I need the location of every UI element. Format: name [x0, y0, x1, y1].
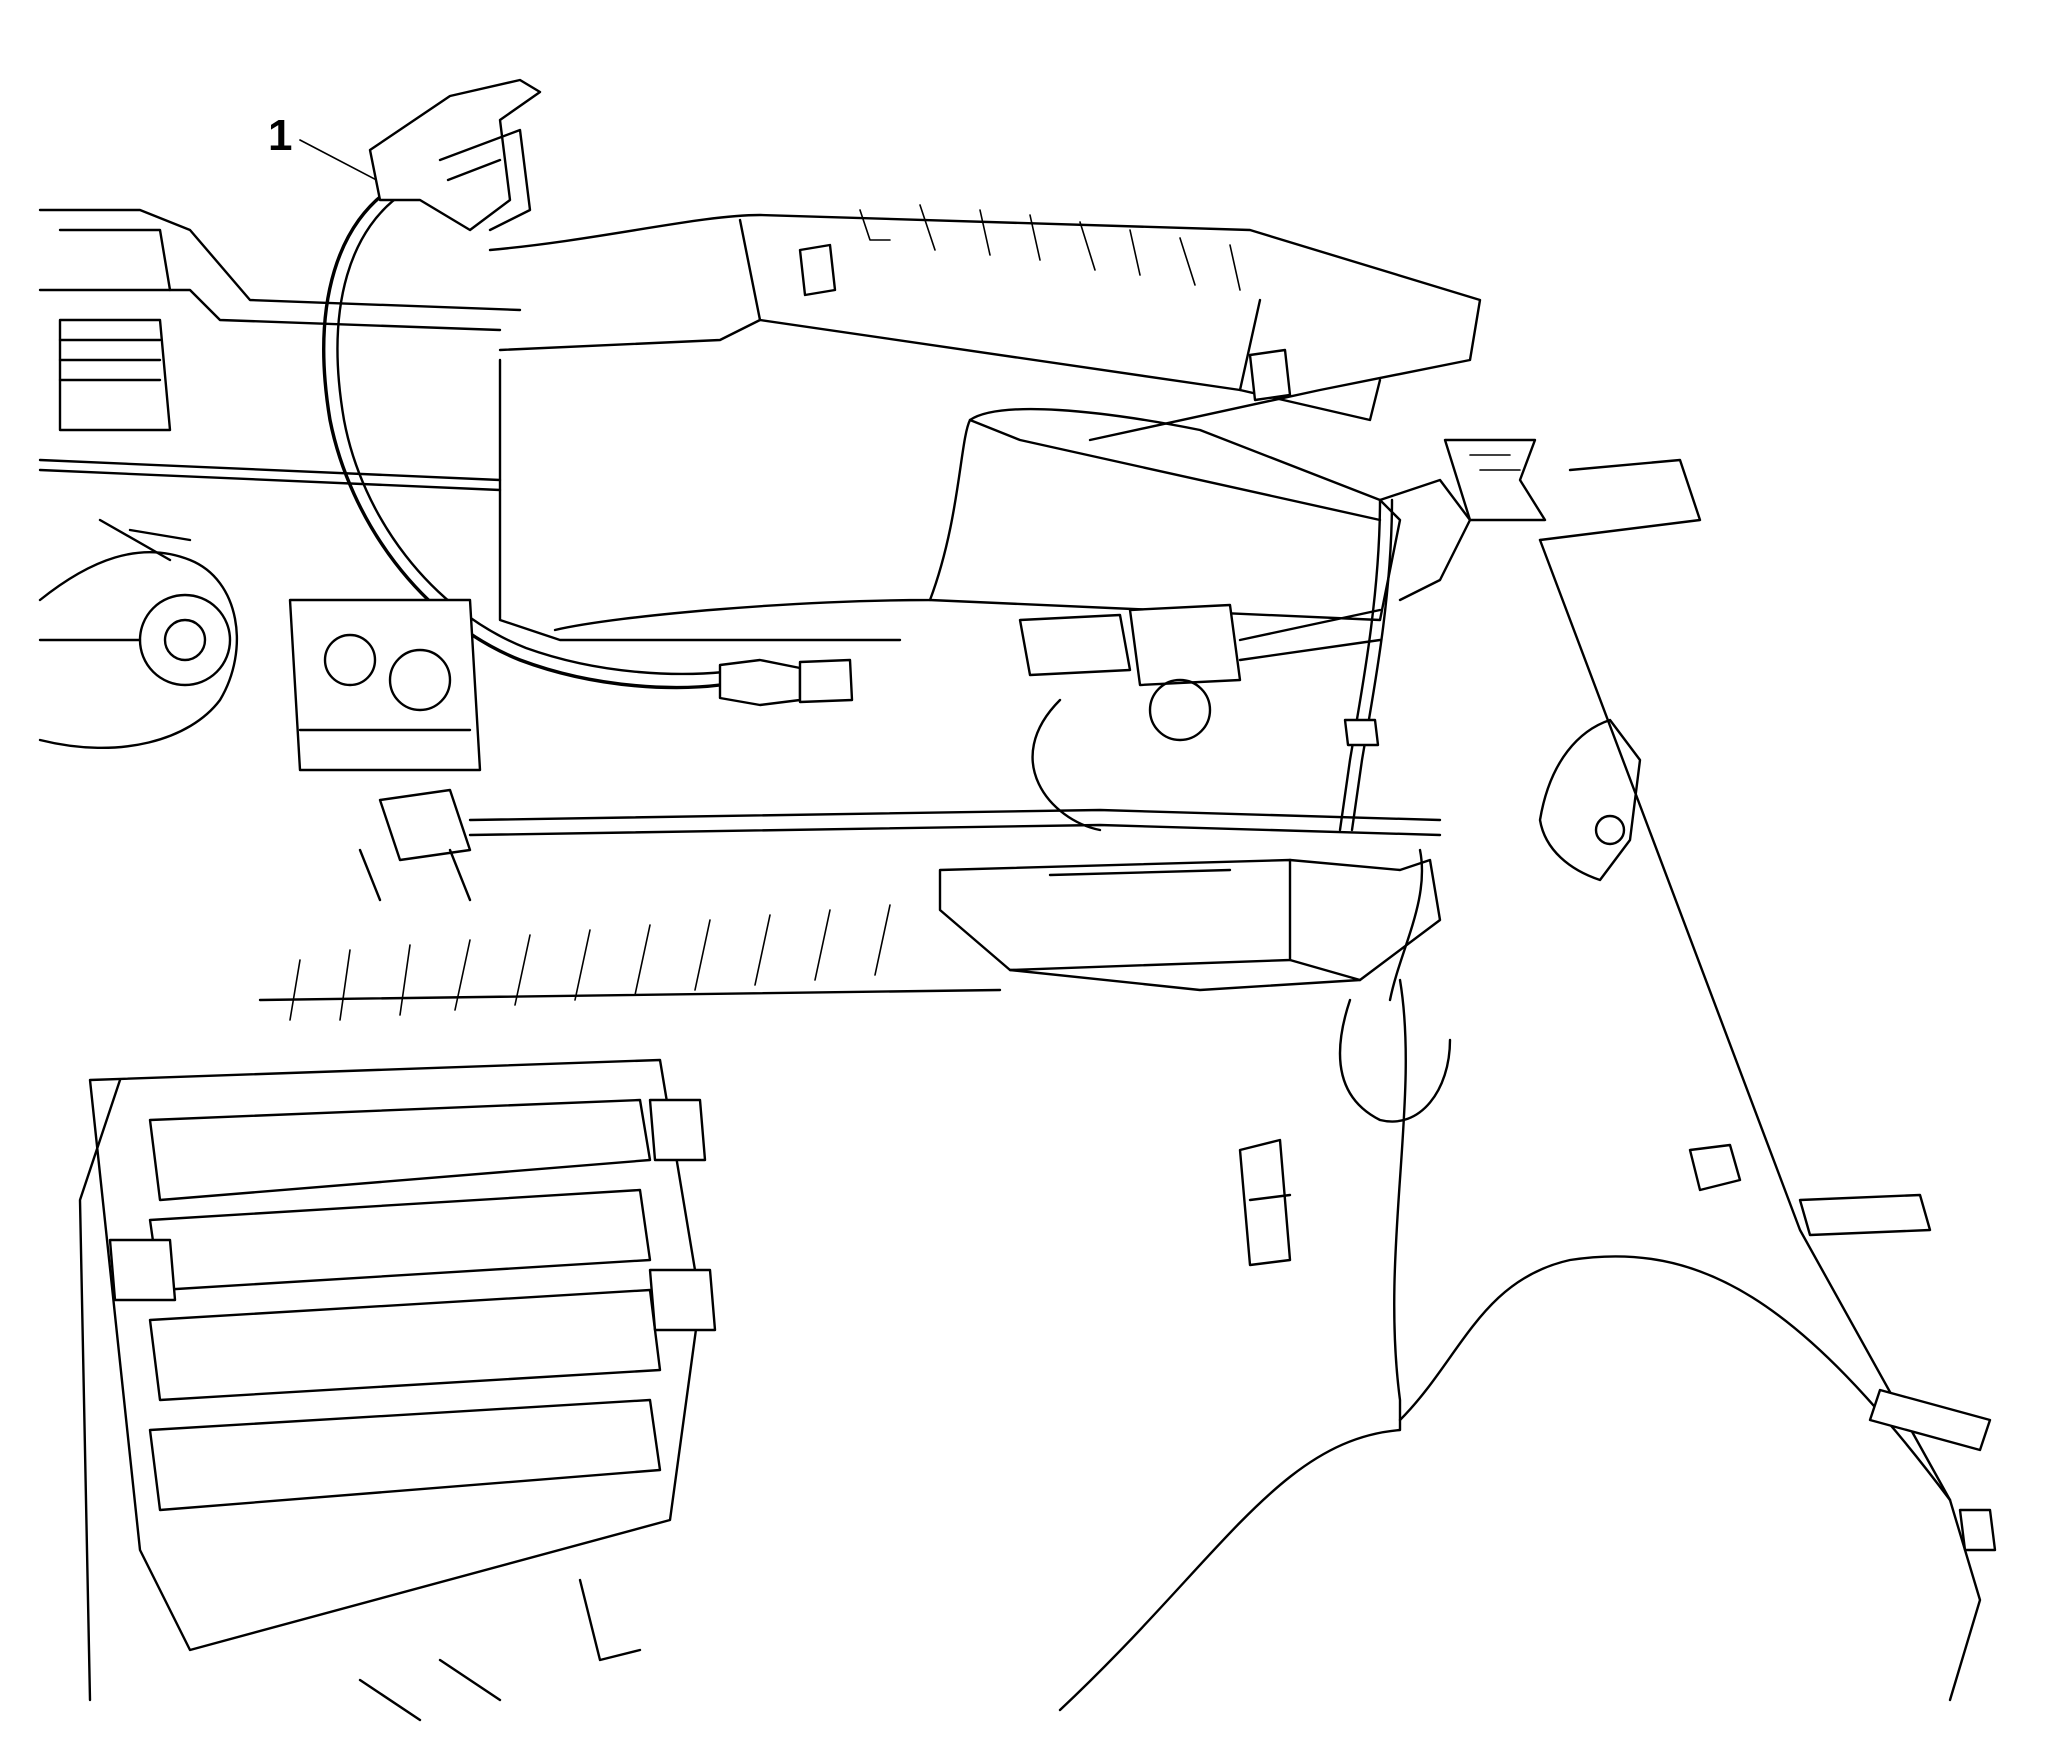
upper-clip-left	[798, 243, 837, 297]
retainer-button	[1688, 1143, 1742, 1192]
actuator-region	[288, 598, 1442, 902]
left-block	[58, 318, 172, 432]
edge-clip-3	[1958, 1508, 1997, 1552]
louvre-fins	[289, 904, 891, 1021]
edge-clip-2	[1868, 1388, 1992, 1452]
right-bracket	[1443, 438, 1547, 522]
upper-clip-right	[1248, 348, 1292, 402]
panel-edge-curve	[1058, 978, 1407, 1712]
top-vent-slots	[859, 204, 1241, 291]
pivot-hub	[138, 593, 232, 687]
lower-bracket	[1238, 1138, 1292, 1267]
panel-edge-right	[1538, 538, 1982, 1702]
grille-slat-3	[148, 1288, 662, 1402]
harness-line-lower	[468, 808, 1442, 822]
actuator-body	[288, 598, 482, 772]
cable-inner	[336, 190, 726, 676]
module-connector	[1018, 613, 1132, 677]
grille-clip-mid	[648, 1268, 717, 1332]
tray-body	[938, 858, 1292, 972]
callout-1-label: 1	[268, 111, 292, 160]
grille-slat-4	[148, 1398, 662, 1512]
cable-assembly	[322, 78, 854, 707]
access-plate	[1538, 718, 1642, 882]
cable-outer	[322, 184, 722, 690]
left-frame	[38, 208, 522, 750]
wire-hook	[1338, 998, 1452, 1123]
right-side-panel	[1058, 458, 1997, 1712]
grille-slat-1	[148, 1098, 652, 1202]
upper-trim-panel	[488, 204, 1482, 442]
callout-1: 1	[268, 111, 389, 187]
harness-right	[1338, 498, 1424, 1002]
upper-mount-detail	[438, 128, 532, 232]
edge-clip-1	[1798, 1193, 1932, 1237]
vent-grille	[78, 1058, 717, 1722]
lower-tray	[258, 858, 1442, 1021]
grille-clip-top	[648, 1098, 707, 1162]
inline-connector	[718, 658, 802, 707]
harness-clip	[1343, 718, 1380, 747]
console-housing	[498, 358, 1547, 642]
callout-1-leader-line	[299, 139, 389, 187]
grille-frame	[88, 1058, 702, 1652]
wheel-arch	[1398, 1255, 1952, 1502]
lower-connector	[378, 788, 472, 862]
